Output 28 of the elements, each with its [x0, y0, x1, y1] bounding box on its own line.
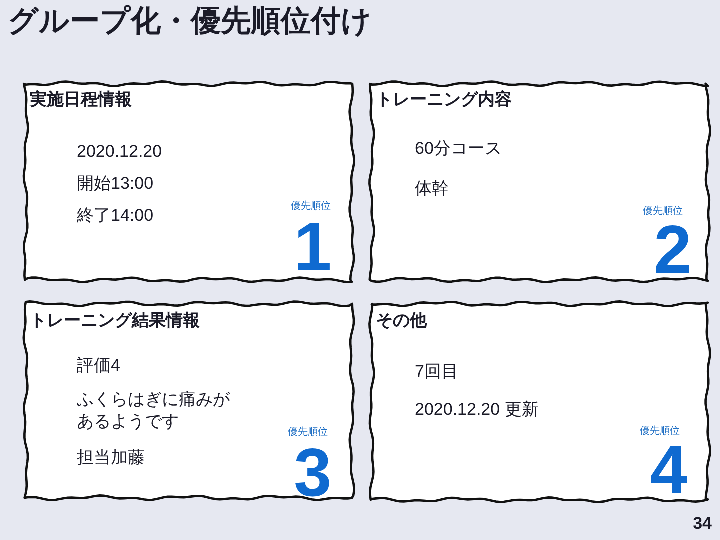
card-text: 2020.12.20 更新 [415, 399, 539, 421]
page-number: 34 [693, 513, 712, 535]
priority-number: 4 [650, 445, 688, 496]
card-text: ふくらはぎに痛みがあるようです [77, 389, 231, 433]
note-card [22, 80, 356, 284]
note-card [368, 300, 712, 504]
note-card [22, 300, 356, 502]
card-heading: 実施日程情報 [30, 89, 132, 111]
card-text: 2020.12.20 [77, 141, 162, 163]
priority-number: 3 [294, 448, 332, 499]
card-text: 開始13:00 [77, 173, 154, 195]
card-text: 評価4 [77, 355, 120, 377]
priority-label: 優先順位 [288, 427, 328, 439]
card-heading: トレーニング内容 [376, 89, 512, 111]
priority-number: 2 [654, 225, 692, 276]
priority-label: 優先順位 [640, 426, 680, 438]
card-text: 60分コース [415, 138, 502, 160]
slide-title: グループ化・優先順位付け [8, 4, 372, 40]
card-heading: その他 [376, 310, 427, 332]
card-heading: トレーニング結果情報 [30, 310, 200, 332]
card-text: 7回目 [415, 361, 458, 383]
priority-label: 優先順位 [643, 206, 683, 218]
priority-label: 優先順位 [291, 201, 331, 213]
card-text: 体幹 [415, 178, 449, 200]
note-card [368, 80, 712, 284]
priority-number: 1 [294, 222, 332, 273]
card-text: 担当加藤 [77, 447, 145, 469]
card-text: 終了14:00 [77, 205, 154, 227]
